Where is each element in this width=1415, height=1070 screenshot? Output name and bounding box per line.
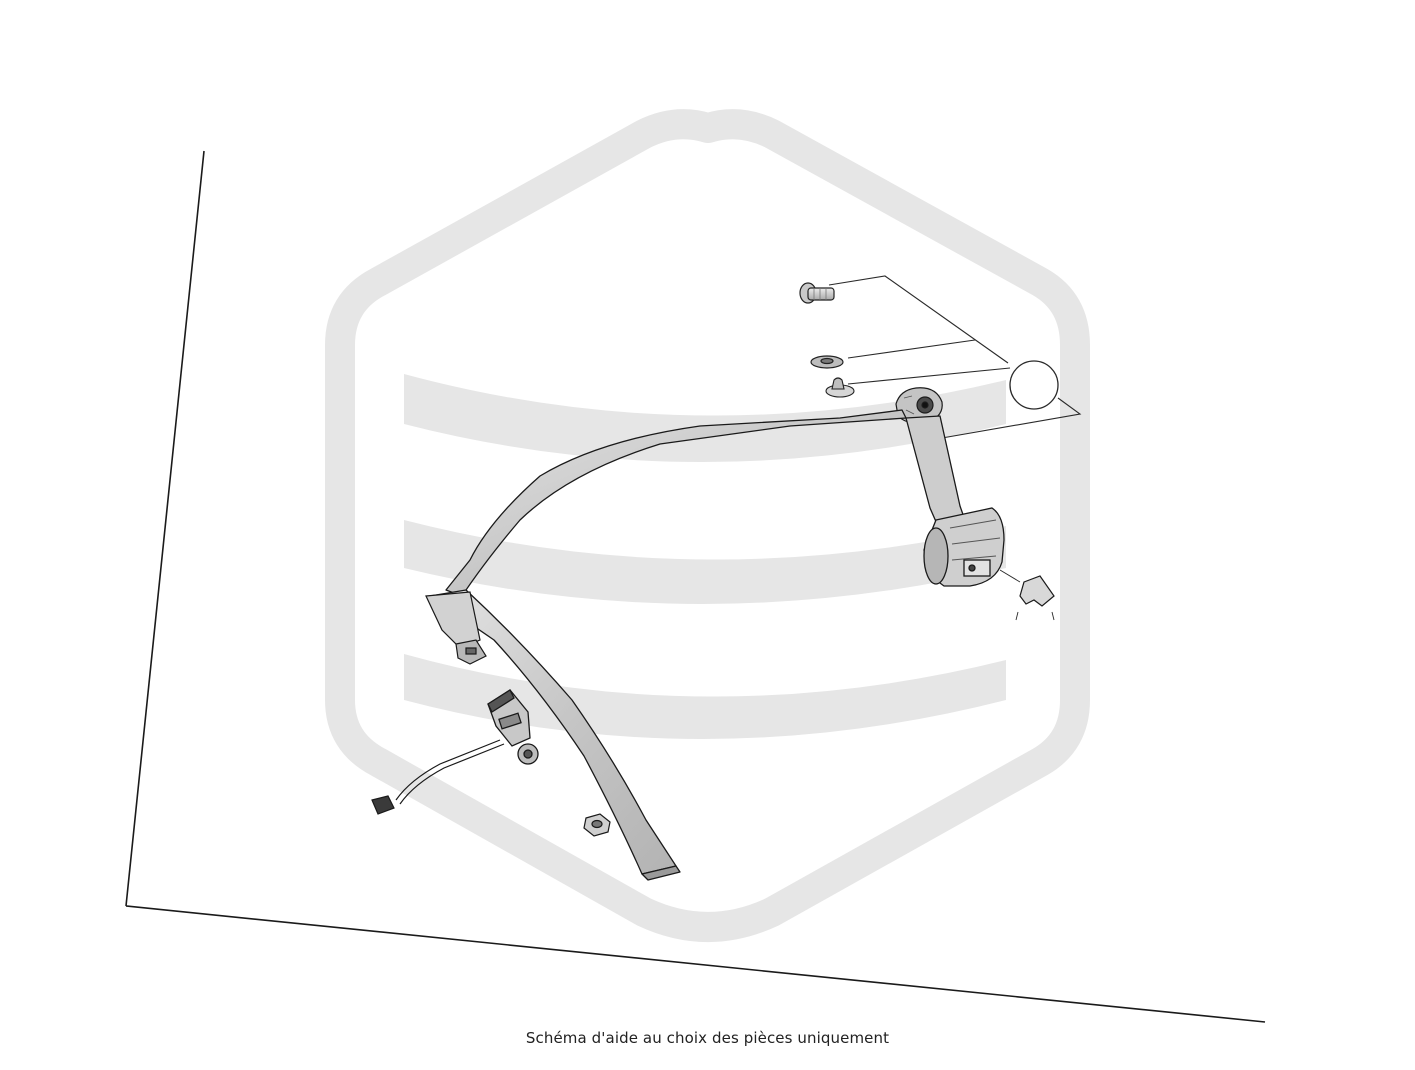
retractor-clip	[999, 569, 1055, 621]
buckle-wiring-connector	[371, 739, 505, 815]
upper-anchor	[895, 387, 943, 424]
diagram-caption: Schéma d'aide au choix des pièces unique…	[525, 1029, 890, 1047]
leader-lines	[828, 275, 1082, 439]
watermark-waves	[404, 374, 1006, 739]
nut	[583, 813, 611, 837]
washer	[810, 355, 844, 369]
watermark-logo	[325, 109, 1090, 942]
tongue-plate	[425, 591, 487, 665]
bolt	[799, 282, 835, 304]
reference-callout-circle	[1009, 360, 1059, 410]
webbing-belt	[429, 409, 973, 881]
buckle	[487, 689, 539, 765]
spacer	[825, 377, 855, 398]
retractor	[923, 507, 1005, 587]
diagram-frame	[125, 150, 1266, 1023]
